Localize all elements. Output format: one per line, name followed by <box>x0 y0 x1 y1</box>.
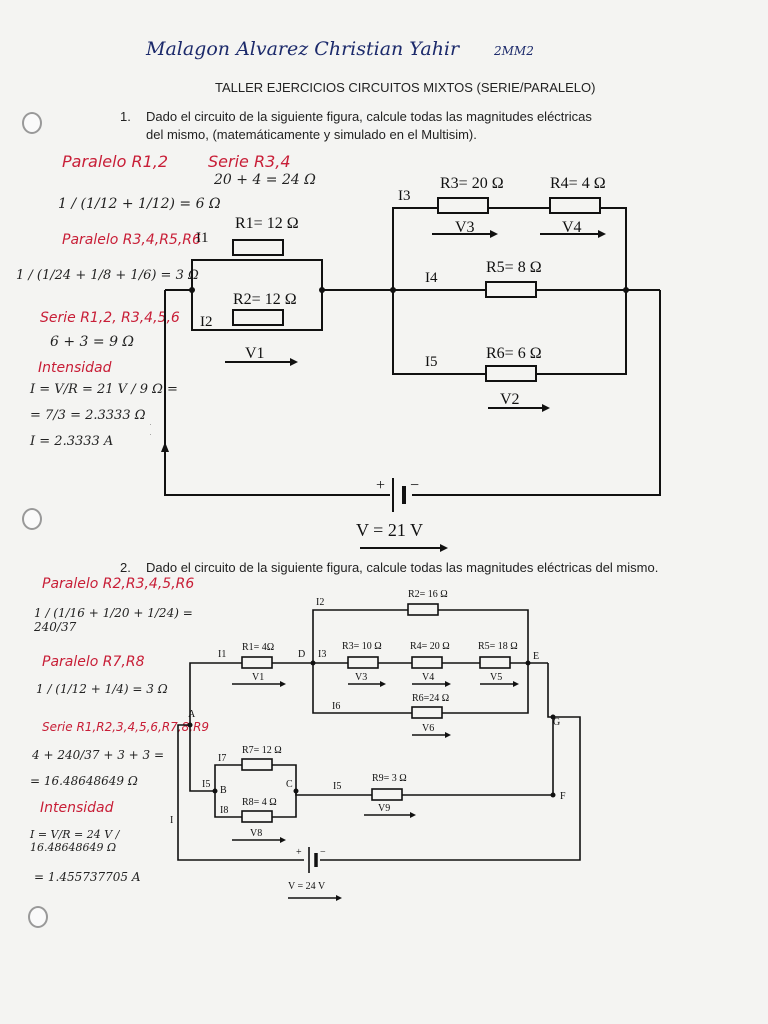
circuit-diagram-1: R1= 12 Ω R2= 12 Ω R3= 20 Ω R4= 4 Ω R5= 8… <box>150 175 661 552</box>
group-code: 2MM2 <box>494 44 534 58</box>
r5-label: R5= 18 Ω <box>478 641 518 652</box>
r3-label: R3= 20 Ω <box>440 175 504 192</box>
r3-label: R3= 10 Ω <box>342 641 382 652</box>
exercise2-number: 2. <box>120 560 131 575</box>
exercise2-statement: Dado el circuito de la siguiente figura,… <box>146 560 659 575</box>
i7-label: I7 <box>218 753 226 764</box>
v2-label: V2 <box>500 391 520 408</box>
ex1-note-serie: Serie R3,4 <box>208 152 291 171</box>
node-b: B <box>220 785 227 796</box>
i1-label: I1 <box>196 230 209 246</box>
v4-label: V4 <box>422 672 434 683</box>
i-label: I <box>150 422 151 439</box>
svg-text:−: − <box>320 847 326 858</box>
binder-hole <box>22 508 42 530</box>
ex2-note-serie: Serie R1,R2,3,4,5,6,R7,8,R9 <box>42 720 210 734</box>
v1-label: V1 <box>245 345 265 362</box>
svg-text:−: − <box>410 477 419 494</box>
r6-label: R6= 6 Ω <box>486 345 542 362</box>
r1-label: R1= 12 Ω <box>235 215 299 232</box>
v6-label: V6 <box>422 723 434 734</box>
binder-hole <box>28 906 48 928</box>
i2-label: I2 <box>316 597 324 608</box>
ex1-note-series-sum: 6 + 3 = 9 Ω <box>50 334 135 350</box>
ex2-note-parallel-calc: 1 / (1/16 + 1/20 + 1/24) = 240/37 <box>34 606 193 634</box>
r2-label: R2= 12 Ω <box>233 291 297 308</box>
v3-label: V3 <box>355 672 367 683</box>
i5-label: I5 <box>425 354 438 370</box>
ex1-note-result: = 7/3 = 2.3333 Ω <box>30 408 146 423</box>
i6-label: I6 <box>332 701 340 712</box>
i-label: I <box>170 815 173 826</box>
circuit-diagram-2: R1= 4Ω R2= 16 Ω R3= 10 Ω R4= 20 Ω R5= 18… <box>170 589 581 901</box>
node-f: F <box>560 791 566 802</box>
v4-label: V4 <box>562 219 582 236</box>
r5-label: R5= 8 Ω <box>486 259 542 276</box>
i5-label-2: I5 <box>333 781 341 792</box>
svg-text:+: + <box>376 477 385 494</box>
ex1-note-sum: 20 + 4 = 24 Ω <box>214 172 316 188</box>
node-c: C <box>286 779 293 790</box>
v9-label: V9 <box>378 803 390 814</box>
r4-label: R4= 4 Ω <box>550 175 606 192</box>
i3-label: I3 <box>398 188 411 204</box>
svg-text:+: + <box>296 847 302 858</box>
v5-label: V5 <box>490 672 502 683</box>
ex2-note-series-calc: 4 + 240/37 + 3 + 3 = <box>32 748 165 762</box>
ex1-note-paralelo: Paralelo R1,2 <box>62 152 169 171</box>
ex1-note-parallel-calc2: 1 / (1/24 + 1/8 + 1/6) = 3 Ω <box>16 268 199 283</box>
ex2-note-current: = 1.455737705 A <box>34 870 141 884</box>
binder-hole <box>22 112 42 134</box>
r6-label: R6=24 Ω <box>412 693 449 704</box>
r8-label: R8= 4 Ω <box>242 797 277 808</box>
node-d: D <box>298 649 305 660</box>
ex1-note-parallel-calc: 1 / (1/12 + 1/12) = 6 Ω <box>58 196 221 212</box>
i8-label: I8 <box>220 805 228 816</box>
r4-label: R4= 20 Ω <box>410 641 450 652</box>
ex1-note-current: I = 2.3333 A <box>30 434 114 449</box>
r9-label: R9= 3 Ω <box>372 773 407 784</box>
v8-label: V8 <box>250 828 262 839</box>
node-e: E <box>533 651 539 662</box>
exercise1-statement-line2: del mismo, (matemáticamente y simulado e… <box>146 127 477 142</box>
i2-label: I2 <box>200 314 213 330</box>
source-label: V = 24 V <box>288 881 326 892</box>
r2-label: R2= 16 Ω <box>408 589 448 600</box>
i4-label: I4 <box>425 270 438 286</box>
page-title: TALLER EJERCICIOS CIRCUITOS MIXTOS (SERI… <box>215 80 596 95</box>
ex1-note-serie2: Serie R1,2, R3,4,5,6 <box>40 310 180 326</box>
i1-label: I1 <box>218 649 226 660</box>
ex2-note-paralelo2: Paralelo R7,R8 <box>42 654 145 670</box>
exercise1-number: 1. <box>120 109 131 124</box>
ex2-note-ohm: I = V/R = 24 V / 16.48648649 Ω <box>30 828 120 854</box>
r7-label: R7= 12 Ω <box>242 745 282 756</box>
r1-label: R1= 4Ω <box>242 642 274 653</box>
ex2-note-series-result: = 16.48648649 Ω <box>30 774 138 788</box>
node-g: G <box>553 717 560 728</box>
v1-label: V1 <box>252 672 264 683</box>
ex2-note-paralelo: Paralelo R2,R3,4,5,R6 <box>42 576 195 592</box>
ex2-note-parallel-calc2: 1 / (1/12 + 1/4) = 3 Ω <box>36 682 168 696</box>
node-a: A <box>188 709 196 720</box>
exercise1-statement-line1: Dado el circuito de la siguiente figura,… <box>146 109 592 124</box>
student-name: Malagon Alvarez Christian Yahir <box>146 38 460 60</box>
ex1-note-paralelo2: Paralelo R3,4,R5,R6 <box>62 232 201 248</box>
i5-label: I5 <box>202 779 210 790</box>
source-label: V = 21 V <box>356 520 423 540</box>
i3-label: I3 <box>318 649 326 660</box>
ex1-note-ohm: I = V/R = 21 V / 9 Ω = <box>30 382 178 397</box>
ex1-note-intensidad: Intensidad <box>38 360 112 376</box>
ex2-note-intensidad: Intensidad <box>40 800 114 816</box>
v3-label: V3 <box>455 219 475 236</box>
